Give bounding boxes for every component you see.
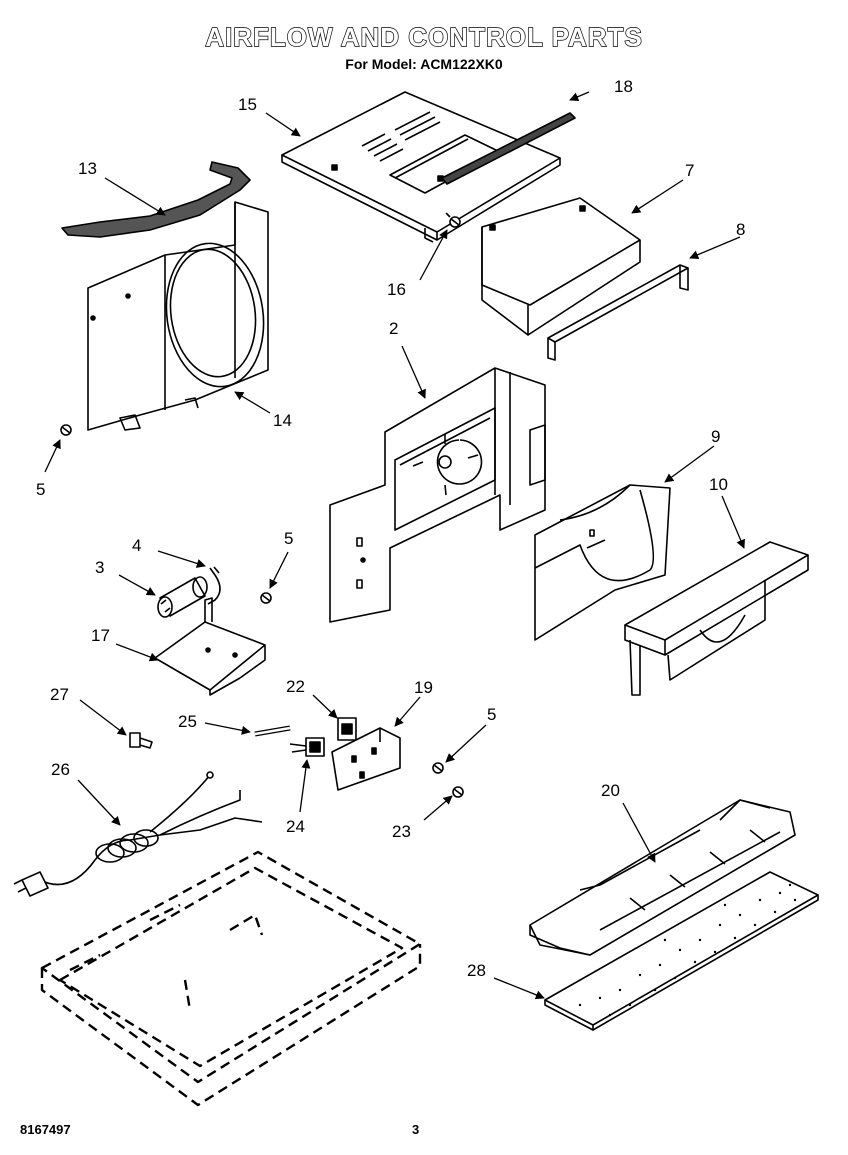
part-scroll (534, 484, 671, 641)
part-screw-5c (432, 762, 444, 774)
part-top-cover (281, 91, 561, 243)
part-switch-22 (337, 717, 357, 741)
callout-18: 18 (614, 77, 633, 96)
callout-24: 24 (286, 817, 305, 836)
callout-4: 4 (132, 536, 141, 555)
part-control-bracket (331, 727, 401, 791)
callout-25: 25 (178, 712, 197, 731)
callout-8: 8 (736, 220, 745, 239)
part-base-tray (529, 799, 796, 956)
part-capacitor-strap (207, 566, 221, 605)
part-top-channel (624, 541, 809, 696)
callout-5-middle: 5 (284, 529, 293, 548)
callout-28: 28 (467, 961, 486, 980)
model-line: For Model: ACM122XK0 (345, 56, 503, 72)
part-wire-25 (254, 725, 291, 737)
part-screw-23 (452, 786, 464, 798)
part-seal (61, 161, 251, 238)
part-thermostat-24 (289, 737, 325, 757)
part-ground-screw (129, 732, 153, 749)
callout-numbers: 15 18 7 8 13 16 14 2 9 10 5 4 3 5 17 27 … (36, 77, 745, 980)
callout-3: 3 (95, 558, 104, 577)
part-screw-5b (260, 592, 272, 604)
part-bracket-strip (547, 264, 689, 361)
part-filter-pad (544, 871, 819, 1031)
base-pan-reference (40, 850, 422, 1107)
part-gasket-strip (441, 112, 576, 185)
part-screw-16 (445, 212, 461, 228)
callout-16: 16 (387, 280, 406, 299)
document-part-number: 8167497 (20, 1122, 71, 1137)
part-capacitor (157, 576, 208, 618)
callout-15: 15 (238, 95, 257, 114)
part-shroud-cover (481, 197, 641, 336)
part-screw-5a (60, 424, 72, 436)
callout-5-right: 5 (487, 705, 496, 724)
part-power-cord (13, 771, 263, 897)
callout-9: 9 (711, 427, 720, 446)
leader-lines (44, 91, 745, 1000)
callout-23: 23 (392, 822, 411, 841)
part-motor-bracket (329, 367, 546, 623)
callout-22: 22 (286, 677, 305, 696)
callout-17: 17 (91, 626, 110, 645)
diagram-title: AIRFLOW AND CONTROL PARTS (204, 21, 643, 52)
callout-20: 20 (601, 781, 620, 800)
part-capacitor-bracket (154, 597, 266, 696)
callout-2: 2 (389, 319, 398, 338)
callout-13: 13 (78, 159, 97, 178)
callout-10: 10 (709, 475, 728, 494)
callout-26: 26 (51, 760, 70, 779)
part-orifice-panel (87, 201, 269, 431)
page-number: 3 (412, 1122, 420, 1137)
callout-27: 27 (50, 685, 69, 704)
callout-19: 19 (414, 678, 433, 697)
callout-14: 14 (273, 411, 292, 430)
callout-5-left: 5 (36, 480, 45, 499)
callout-7: 7 (685, 161, 694, 180)
